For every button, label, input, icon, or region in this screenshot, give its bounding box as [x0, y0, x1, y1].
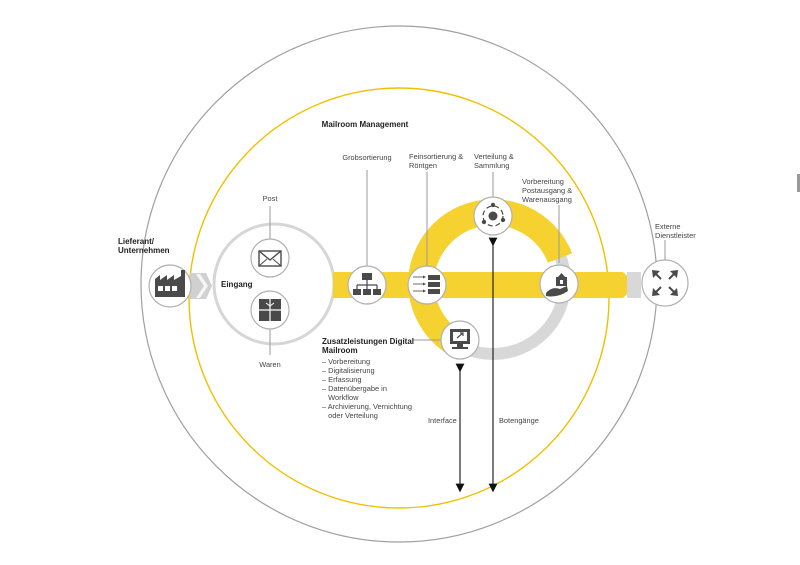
hierarchy-icon [353, 273, 381, 295]
supplier-flow-chevron [196, 274, 208, 298]
digital-item-3: – Datenübergabe in [322, 384, 387, 393]
botengaenge-label: Botengänge [499, 416, 539, 425]
supplier-node [148, 264, 192, 308]
supplier-label-line2: Unternehmen [118, 246, 170, 255]
outgoing-gray-band [627, 272, 641, 298]
vorbereitung-node [539, 264, 579, 304]
digital-item-5: – Archivierung, Vernichtung [322, 402, 412, 411]
envelope-icon [258, 250, 282, 267]
verteilung-label-line2: Sammlung [474, 161, 509, 170]
digital-mailroom-title-line1: Zusatzleistungen Digital [322, 337, 414, 346]
distribution-cycle-icon [481, 202, 506, 227]
post-node [250, 238, 290, 278]
feinsortierung-label-line2: Röntgen [409, 161, 437, 170]
digital-item-1: – Digitalisierung [322, 366, 375, 375]
digital-item-0: – Vorbereitung [322, 357, 370, 366]
verteilung-node [473, 196, 513, 236]
digital-item-6: oder Verteilung [322, 411, 378, 420]
feinsortierung-node [407, 265, 447, 305]
outgoing-package-icon [546, 273, 568, 297]
waren-node [250, 290, 290, 330]
interface-label: Interface [428, 416, 457, 425]
verteilung-label-line1: Verteilung & [474, 152, 514, 161]
vorbereitung-label-line1: Vorbereitung [522, 177, 564, 186]
vorbereitung-label-line2: Postausgang & [522, 186, 572, 195]
post-label: Post [263, 194, 278, 203]
computer-monitor-icon [450, 329, 470, 349]
eingang-label: Eingang [221, 280, 253, 289]
factory-icon [155, 270, 185, 297]
sorting-shelf-icon [413, 275, 440, 294]
edge-marker [797, 174, 800, 192]
supplier-label-line1: Lieferant/ [118, 237, 155, 246]
digital-mailroom-node [440, 320, 480, 360]
digital-item-2: – Erfassung [322, 375, 361, 384]
grobsortierung-node [347, 265, 387, 305]
supplier-flow-band [190, 273, 212, 299]
feinsortierung-label-line1: Feinsortierung & [409, 152, 463, 161]
grobsortierung-label: Grobsortierung [342, 153, 391, 162]
extern-node [641, 259, 689, 307]
extern-label-line1: Externe [655, 222, 680, 231]
package-icon [259, 299, 281, 321]
digital-item-4: Workflow [322, 393, 359, 402]
extern-label-line2: Dienstleister [655, 231, 696, 240]
expand-arrows-icon [652, 270, 678, 296]
vorbereitung-label-line3: Warenausgang [522, 195, 572, 204]
mailroom-management-title: Mailroom Management [322, 120, 409, 129]
digital-mailroom-title-line2: Mailroom [322, 346, 358, 355]
waren-label: Waren [259, 360, 281, 369]
